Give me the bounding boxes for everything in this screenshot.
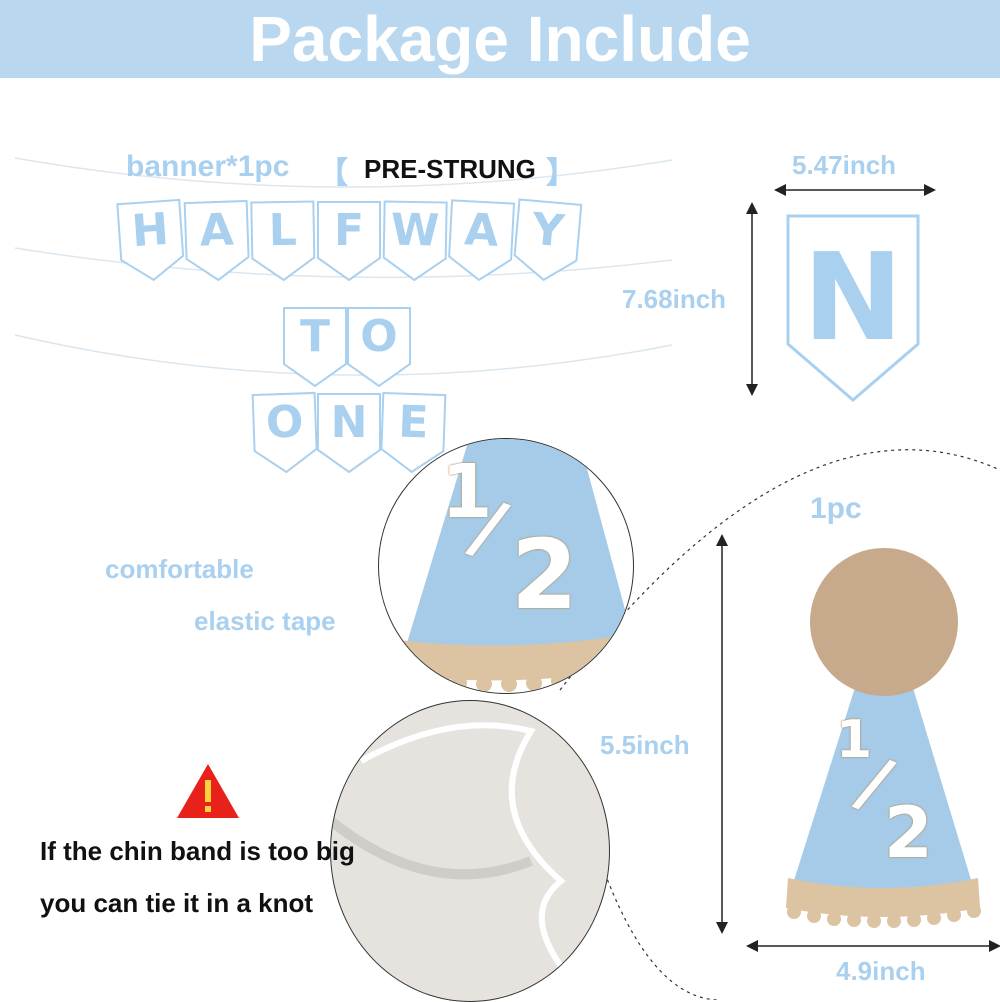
banner-flag-letter: T — [299, 311, 330, 362]
banner-flag: N — [316, 392, 382, 474]
hat-fraction-bottom: 2 — [884, 792, 933, 874]
page-title: Package Include — [249, 3, 751, 75]
comfortable-label: comfortable — [105, 554, 254, 584]
banner-flag: T — [282, 306, 348, 388]
banner-flag-letter: O — [360, 311, 398, 362]
banner-caption: banner*1pc — [126, 150, 290, 183]
zoom-circle-elastic — [330, 700, 610, 1002]
sample-letter: N — [802, 229, 904, 368]
banner-flag-letter: F — [333, 205, 365, 256]
zoom-fraction-top: 1 — [441, 449, 493, 535]
banner-height-label: 7.68inch — [622, 284, 727, 314]
banner-flag: F — [316, 200, 382, 282]
banner-flag: W — [381, 199, 448, 282]
hat-height-label: 5.5inch — [600, 730, 690, 760]
warning-icon — [177, 764, 239, 818]
banner-flag-letter: N — [330, 397, 368, 448]
banner-flag: E — [379, 391, 448, 475]
hat-quantity: 1pc — [810, 492, 862, 525]
header-bar: Package Include — [0, 0, 1000, 78]
warning-line-1: If the chin band is too big — [40, 836, 355, 866]
hat-fraction-top: 1 — [836, 710, 873, 770]
banner-flag: A — [446, 198, 516, 283]
banner-sample-flag: N — [786, 214, 920, 402]
hat-width-label: 4.9inch — [836, 956, 926, 986]
banner-flag: H — [115, 198, 187, 284]
bracket-close: 】 — [546, 157, 576, 190]
banner-width-label: 5.47inch — [792, 150, 897, 180]
prestrung-label: PRE-STRUNG — [364, 154, 536, 184]
bracket-open: 【 — [318, 157, 348, 190]
banner-flag: O — [251, 391, 320, 475]
party-hat — [786, 548, 981, 928]
warning-line-2: you can tie it in a knot — [40, 888, 314, 918]
banner-flag: L — [249, 199, 316, 282]
banner-flag: A — [183, 199, 252, 283]
elastic-tape-label: elastic tape — [194, 606, 336, 636]
zoom-fraction-bottom: 2 — [511, 519, 578, 631]
banner-flag: Y — [511, 197, 584, 284]
banner-flag: O — [346, 306, 412, 388]
zoom-circle-hat-band: 1 / 2 — [378, 438, 634, 694]
